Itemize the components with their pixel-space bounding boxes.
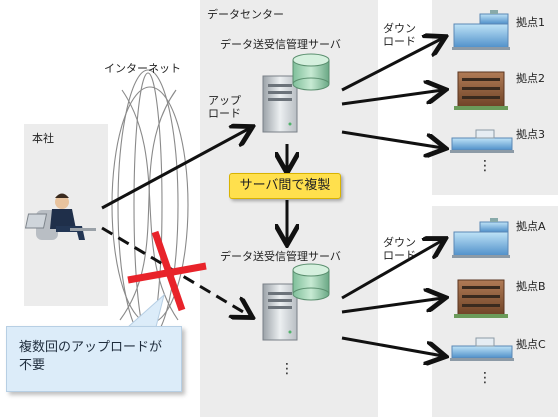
database-bottom-icon [292,263,330,301]
branch-building-b-icon [454,279,508,318]
prohibited-cross-icon [127,230,207,312]
download-label-2: ダウン ロード [383,236,416,262]
branch-3-label: 拠点3 [516,128,545,141]
download-arrow-1 [341,38,443,92]
server-top-label: データ送受信管理サーバ [220,38,341,51]
upload-arrow [101,128,250,210]
datacenter-label: データセンター [207,8,284,21]
server-top-icon [262,75,298,133]
download-arrow-b [341,298,443,314]
branch-group1-ellipsis: ⋮ [478,158,492,174]
branch-c-label: 拠点C [516,338,546,351]
datacenter-panel [200,0,378,417]
download-arrow-c [341,336,443,356]
branch-building-a-icon [452,218,510,258]
download-arrow-a [341,240,443,300]
branch-building-3-icon [450,129,514,153]
datacenter-ellipsis: ⋮ [280,361,294,377]
download-arrow-3 [341,130,443,148]
office-worker-icon [24,193,96,240]
server-bottom-label: データ送受信管理サーバ [220,250,341,263]
branch-group2-ellipsis: ⋮ [478,370,492,386]
branch-building-c-icon [450,337,514,361]
branch-a-label: 拠点A [516,220,546,233]
callout-text: 複数回のアップロードが不要 [19,340,163,373]
internet-label: インターネット [104,62,181,75]
server-bottom-icon [262,283,298,341]
branch-b-label: 拠点B [516,280,546,293]
upload-label: アップ ロード [208,94,241,120]
branch-building-1-icon [452,10,510,50]
download-label-1: ダウン ロード [383,22,416,48]
benefit-callout: 複数回のアップロードが不要 [6,326,182,392]
branch-building-2-icon [454,71,508,110]
database-top-icon [292,53,330,91]
head-office-label: 本社 [32,132,54,145]
download-arrow-2 [341,90,443,106]
branch-2-label: 拠点2 [516,72,545,85]
replication-badge: サーバ間で複製 [229,173,341,199]
branch-1-label: 拠点1 [516,16,545,29]
